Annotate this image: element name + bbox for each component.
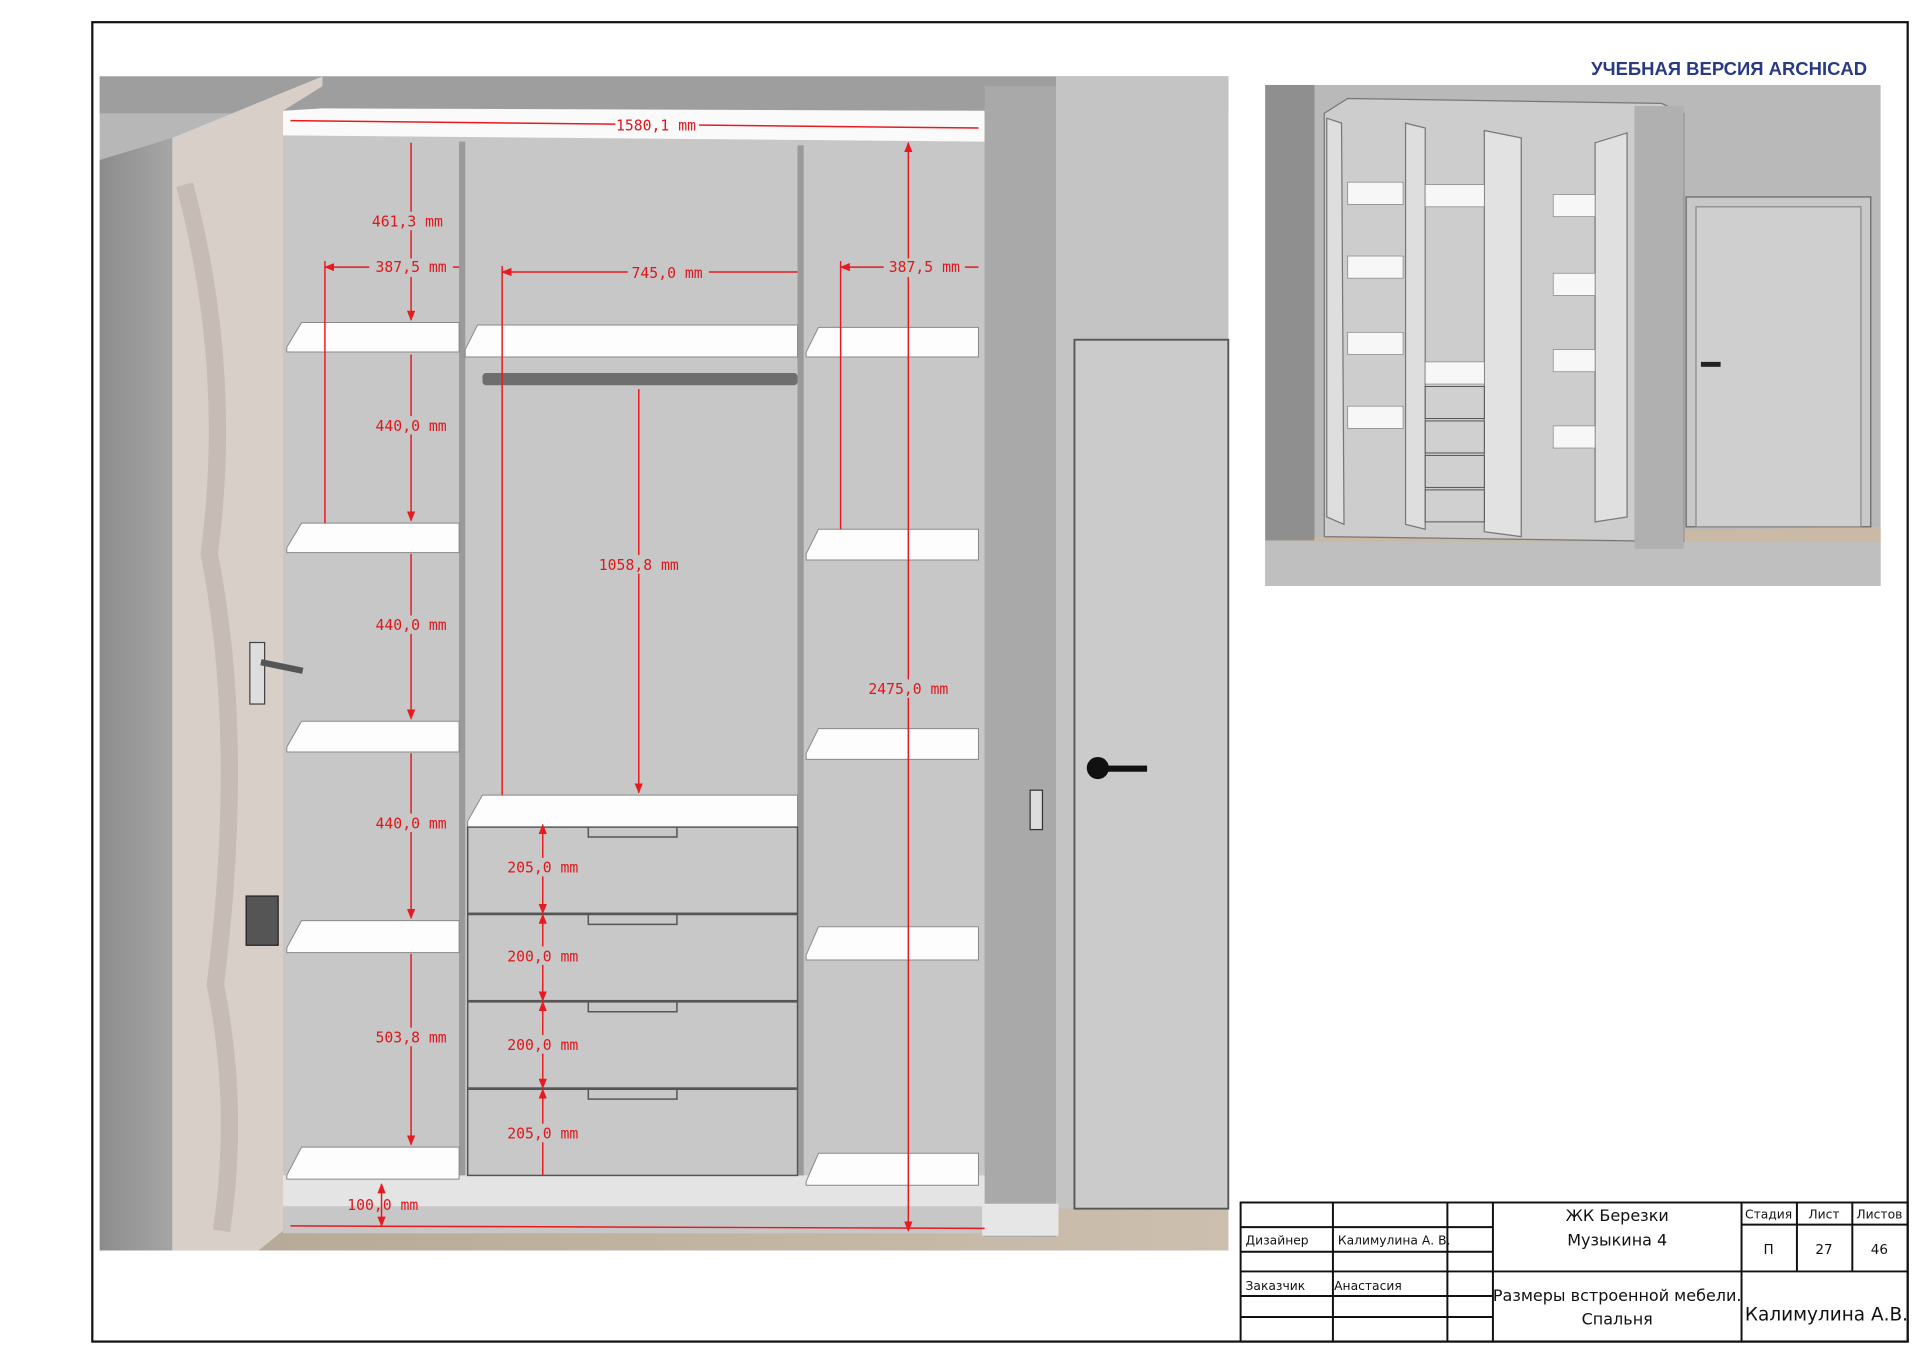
dim-hanging-height: 1058,8 mm (599, 557, 679, 574)
designer-name: Калимулина А. В. (1338, 1233, 1451, 1247)
stage-label: Стадия (1745, 1207, 1792, 1221)
sheet-border (91, 21, 1909, 1343)
dim-middle-width: 745,0 mm (632, 265, 703, 282)
wall-switches (245, 641, 304, 946)
switch-pillar (1029, 789, 1044, 831)
middle-shelf (464, 324, 799, 358)
left-divider (459, 141, 466, 1182)
project-line-2: Музыкина 4 (1567, 1231, 1667, 1250)
dim-right-width: 387,5 mm (889, 259, 960, 276)
main-render-view (99, 76, 1230, 1251)
watermark: УЧЕБНАЯ ВЕРСИЯ ARCHICAD (1591, 58, 1867, 79)
title-block: Дизайнер Калимулина А. В. Заказчик Анаст… (1239, 1201, 1909, 1343)
left-wall-edge (99, 137, 173, 1251)
dim-drawer-4: 205,0 mm (507, 1125, 578, 1142)
stage-value: П (1764, 1242, 1774, 1258)
dimension-labels: 1580,1 mm 461,3 mm 387,5 mm 745,0 mm 387… (347, 116, 965, 1214)
project-line-1: ЖК Березки (1566, 1206, 1669, 1225)
client-name: Анастасия (1334, 1279, 1402, 1293)
hanging-rod (482, 372, 798, 386)
dim-plinth: 100,0 mm (347, 1197, 418, 1214)
dim-drawer-3: 200,0 mm (507, 1037, 578, 1054)
dim-overall-height: 2475,0 mm (868, 681, 948, 698)
client-label: Заказчик (1246, 1279, 1306, 1293)
dim-left-width: 387,5 mm (376, 259, 447, 276)
right-pillar (984, 86, 1056, 1237)
sheets-value: 46 (1871, 1242, 1888, 1258)
sheet-value: 27 (1815, 1242, 1832, 1258)
dim-left-gap-3: 440,0 mm (376, 815, 447, 832)
sheets-label: Листов (1856, 1207, 1902, 1221)
designer-label: Дизайнер (1246, 1233, 1309, 1247)
drawers (466, 826, 799, 1177)
dim-drawer-2: 200,0 mm (507, 948, 578, 965)
dim-left-gap-2: 440,0 mm (376, 617, 447, 634)
thumbnail-render-view (1265, 84, 1881, 586)
right-shelves (805, 326, 979, 1186)
author-name: Калимулина А.В. (1745, 1305, 1908, 1326)
left-shelves (286, 322, 460, 1180)
drawer-unit-top (467, 794, 799, 828)
right-divider (797, 145, 804, 1186)
dim-drawer-1: 205,0 mm (507, 860, 578, 877)
sheet-label: Лист (1808, 1207, 1839, 1221)
sheet-title-line-2: Спальня (1582, 1309, 1653, 1328)
sheet-title-line-1: Размеры встроенной мебели. (1493, 1286, 1742, 1305)
dim-overall-width: 1580,1 mm (616, 118, 696, 135)
dim-left-bottom-gap: 503,8 mm (376, 1029, 447, 1046)
dim-left-gap-1: 440,0 mm (376, 418, 447, 435)
dim-top-gap-left: 461,3 mm (372, 214, 443, 231)
